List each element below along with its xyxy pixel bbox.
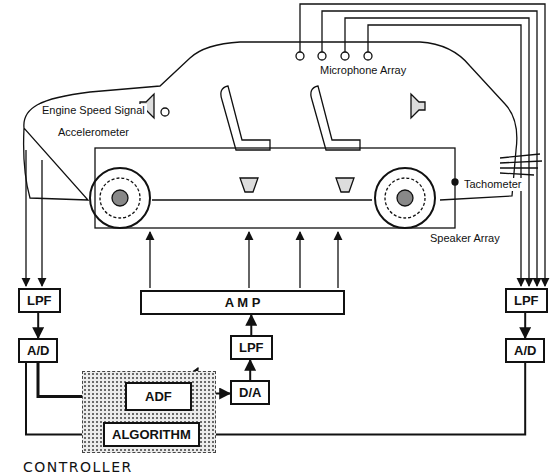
- box-label: LPF: [239, 340, 264, 355]
- front-seat: [221, 86, 270, 150]
- converter-box: A/D: [505, 338, 545, 363]
- part-label: Tachometer: [462, 178, 523, 191]
- part-label: Microphone Array: [318, 64, 408, 77]
- part-label: Engine Speed Signal: [40, 104, 147, 117]
- converter-box: D/A: [230, 380, 270, 405]
- part-label: Accelerometer: [56, 126, 131, 139]
- box-label: A/D: [27, 343, 49, 358]
- box-label: ADF: [145, 389, 172, 404]
- signal-connector: [250, 315, 252, 335]
- box-label: ALGORITHM: [112, 427, 191, 442]
- sensor-wire: [25, 150, 26, 286]
- algorithm-box: ALGORITHM: [103, 422, 200, 447]
- microphone-wire: [300, 4, 545, 286]
- adaptive-filter-box: ADF: [125, 382, 192, 411]
- front-wheel: [90, 168, 150, 228]
- signal-connector: [524, 313, 526, 338]
- speed-sensor: [161, 108, 169, 116]
- rear-seat: [311, 86, 360, 150]
- speaker: [240, 178, 258, 192]
- tachometer-sensor: [452, 179, 458, 185]
- amplifier-box: A M P: [140, 290, 345, 315]
- filter-box: LPF: [230, 335, 273, 360]
- box-label: LPF: [27, 293, 52, 308]
- car-body: [24, 42, 517, 200]
- box-label: D/A: [239, 385, 261, 400]
- box-label: A/D: [514, 343, 536, 358]
- signal-connector: [200, 363, 525, 435]
- rear-wheel: [375, 168, 435, 228]
- filter-box: LPF: [18, 288, 61, 313]
- controller-heading: CONTROLLER: [21, 459, 135, 475]
- converter-box: A/D: [18, 338, 58, 363]
- controller-region: CONTROLLERADFALGORITHM: [82, 371, 216, 453]
- filter-box: LPF: [505, 288, 548, 313]
- box-label: LPF: [514, 293, 539, 308]
- box-label: A M P: [149, 295, 336, 310]
- signal-connector: [249, 360, 251, 380]
- microphone: [296, 52, 304, 60]
- part-label: Speaker Array: [428, 232, 502, 245]
- speaker-wire: [149, 232, 150, 288]
- signal-connector: [37, 313, 39, 338]
